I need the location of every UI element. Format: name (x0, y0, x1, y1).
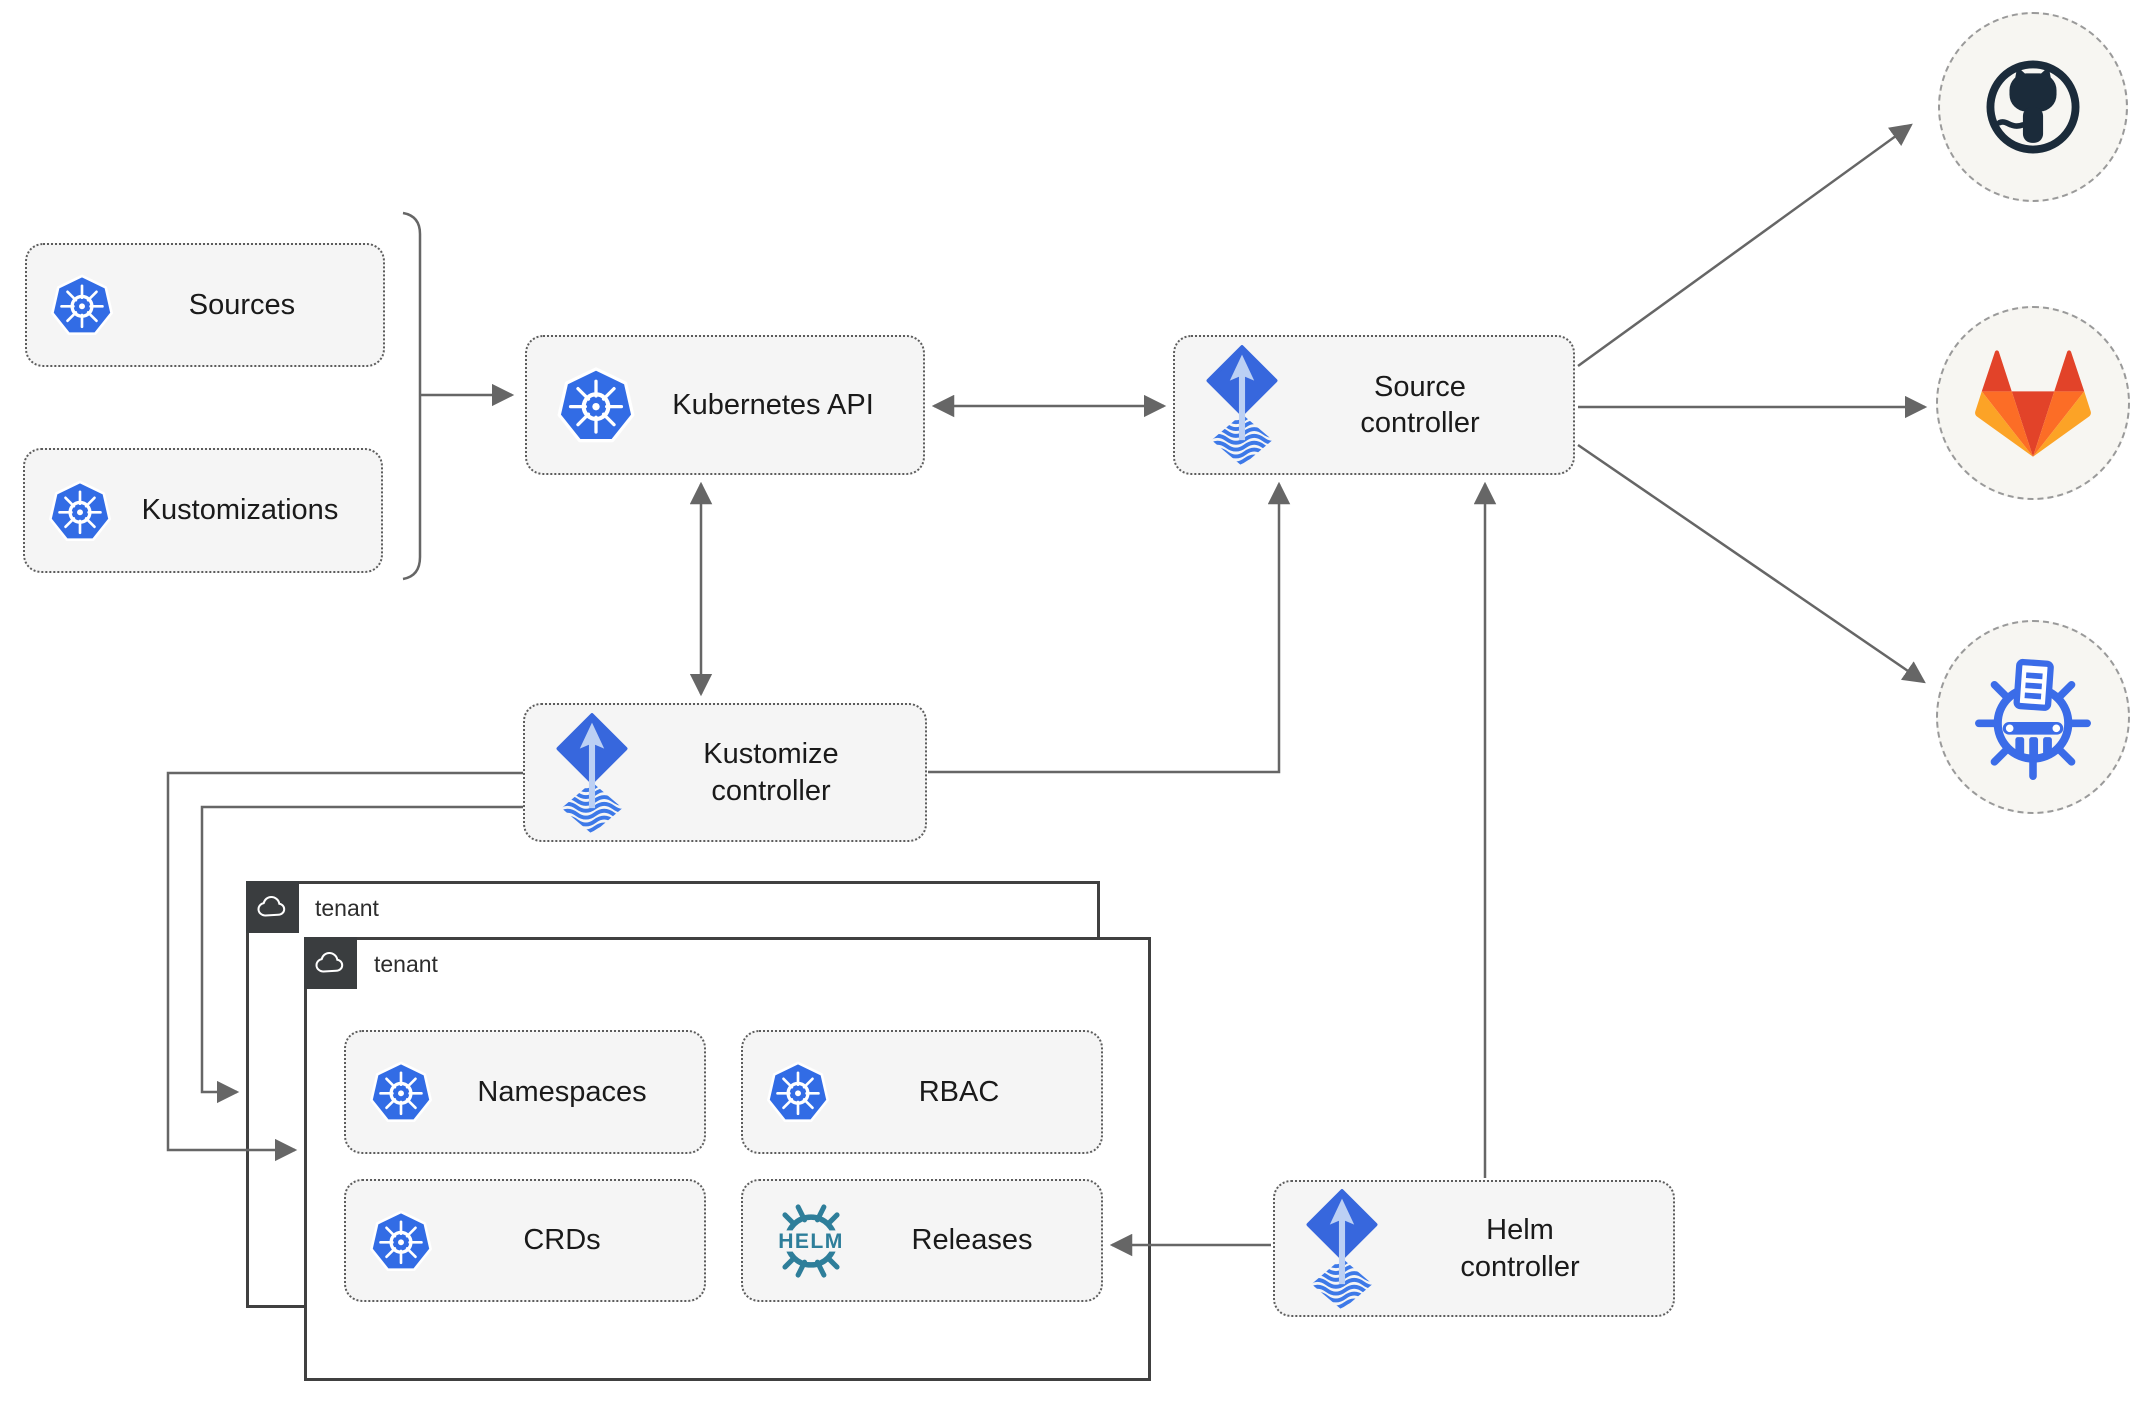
node-label: CRDs (523, 1224, 601, 1257)
node-namespaces: Namespaces (344, 1030, 706, 1154)
node-label: Kubernetes API (672, 388, 874, 421)
arrow-sourcectrl-github (1577, 123, 1913, 368)
arrow-sourcectrl-chartmuseum (1577, 443, 1926, 684)
node-kubernetes-api: Kubernetes API (525, 335, 925, 475)
node-helm-controller: Helm controller (1273, 1180, 1675, 1317)
node-label: Namespaces (477, 1075, 647, 1108)
chartmuseum-icon (1936, 620, 2130, 814)
kubernetes-icon (555, 364, 637, 446)
flux-icon (1203, 344, 1281, 466)
cloud-icon (304, 937, 357, 989)
node-label: Helm controller (1460, 1214, 1580, 1283)
node-label: Kustomizations (141, 494, 339, 527)
node-kustomizations: Kustomizations (23, 448, 383, 573)
flux-icon (553, 712, 631, 834)
node-releases: HELM Releases (741, 1179, 1103, 1302)
bracket-sources-group (402, 211, 422, 581)
tenant-label: tenant (315, 895, 379, 921)
helm-wordmark: HELM (778, 1229, 843, 1252)
arrow-kustomizectrl-sourcectrl (928, 481, 1291, 774)
gitlab-icon (1936, 306, 2130, 500)
node-sources: Sources (25, 243, 385, 367)
kubernetes-icon (368, 1059, 434, 1125)
kubernetes-icon (49, 272, 115, 338)
node-label: Source controller (1360, 370, 1480, 439)
kubernetes-icon (765, 1059, 831, 1125)
kubernetes-icon (368, 1208, 434, 1274)
node-rbac: RBAC (741, 1030, 1103, 1154)
node-label: Kustomize controller (703, 738, 839, 807)
tenant-label: tenant (374, 951, 438, 977)
helm-icon: HELM (765, 1195, 857, 1287)
tenant-box-front (304, 937, 1151, 1381)
node-source-controller: Source controller (1173, 335, 1575, 475)
node-label: Sources (188, 288, 296, 321)
kubernetes-icon (47, 478, 113, 544)
github-icon (1938, 12, 2128, 202)
node-label: Releases (911, 1224, 1033, 1257)
flux-icon (1303, 1188, 1381, 1310)
node-kustomize-controller: Kustomize controller (523, 703, 927, 842)
cloud-icon (246, 881, 299, 933)
node-label: RBAC (918, 1075, 1000, 1108)
node-crds: CRDs (344, 1179, 706, 1302)
